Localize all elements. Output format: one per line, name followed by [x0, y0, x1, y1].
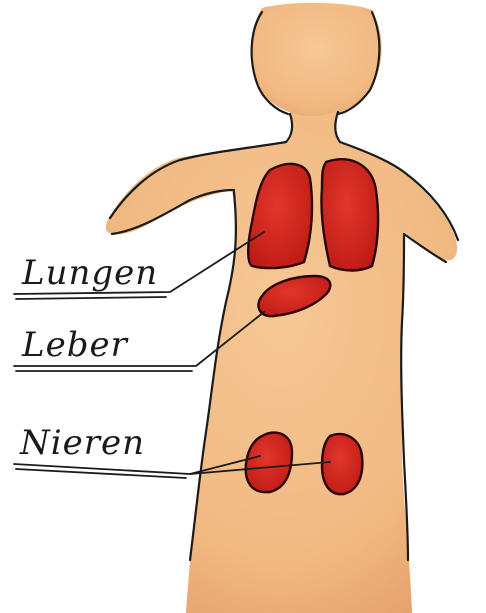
lung-right: [321, 159, 378, 270]
leader-lungs-under: [16, 297, 166, 299]
label-lungs: Lungen: [21, 253, 158, 293]
label-liver: Leber: [21, 325, 129, 365]
kidney-right: [322, 434, 362, 494]
leader-kidneys-under: [16, 469, 186, 478]
label-kidneys: Nieren: [19, 423, 145, 463]
